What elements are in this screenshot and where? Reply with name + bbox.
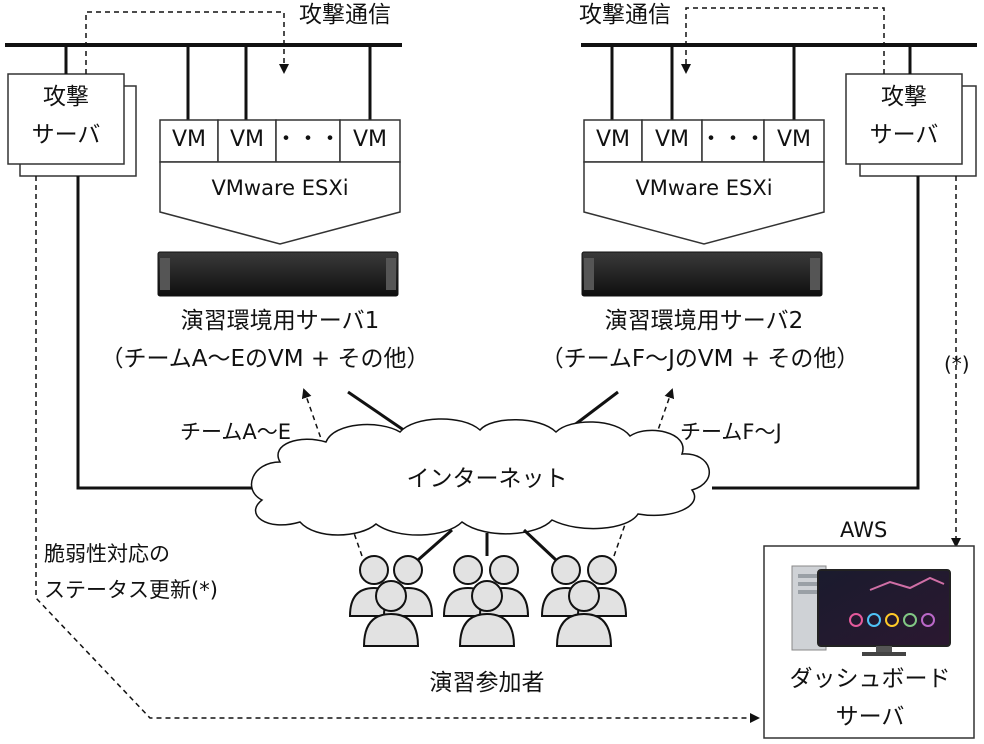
vm-label: VM — [595, 127, 631, 152]
user-group-icon — [540, 555, 628, 647]
vm-row-right — [583, 119, 825, 163]
server2-desc: （チームF〜JのVM + その他） — [540, 346, 860, 372]
vm-label: VM — [171, 127, 207, 152]
attack-server-left-link — [76, 176, 262, 490]
esxi-label-left: VMware ESXi — [211, 176, 349, 200]
aws-label: AWS — [840, 518, 888, 542]
vuln-status-line1: 脆弱性対応の — [44, 542, 170, 566]
esxi-label-right: VMware ESXi — [635, 176, 773, 200]
internet-label: インターネット — [406, 466, 568, 492]
rack-server-right — [581, 251, 823, 297]
vuln-status-line2: ステータス更新(*) — [44, 578, 218, 602]
attack-comm-arrow-right — [681, 7, 885, 74]
vm-label: VM — [229, 127, 265, 152]
dashboard-line1: ダッシュボード — [789, 666, 951, 692]
user-group-icon — [348, 555, 434, 647]
attack-server-right-link — [712, 176, 920, 490]
participant-link — [417, 528, 453, 562]
internet-cloud — [250, 418, 710, 536]
vm-label: VM — [776, 127, 812, 152]
team-ae-label: チームA〜E — [180, 420, 292, 444]
vm-dots: ・・・ — [699, 127, 767, 152]
rack-server-left — [157, 251, 399, 297]
esxi-shape-left — [159, 161, 401, 245]
attack-comm-label-left: 攻撃通信 — [299, 2, 391, 28]
attack-server-left-line2: サーバ — [31, 122, 101, 148]
esxi-shape-right — [583, 161, 825, 245]
server2-name: 演習環境用サーバ2 — [604, 308, 804, 334]
dashboard-monitor-icon — [791, 565, 951, 656]
vm-label: VM — [352, 127, 388, 152]
server1-desc: （チームA〜EのVM + その他） — [100, 346, 430, 372]
dashboard-line2: サーバ — [835, 704, 905, 730]
user-group-icon — [442, 555, 530, 647]
vm-label: VM — [654, 127, 690, 152]
server1-name: 演習環境用サーバ1 — [180, 308, 380, 334]
asterisk-note: (*) — [944, 352, 970, 376]
attack-server-left-box — [7, 73, 137, 177]
attack-server-right-line1: 攻撃 — [881, 84, 927, 110]
attack-comm-label-right: 攻撃通信 — [579, 2, 671, 28]
participant-link — [522, 528, 558, 562]
participants-label: 演習参加者 — [429, 670, 545, 696]
attack-comm-arrow-left — [85, 11, 289, 74]
vuln-status-arrow — [35, 176, 760, 723]
vm-row-left — [159, 119, 401, 163]
vm-dots: ・・・ — [274, 127, 342, 152]
team-fj-arrow — [613, 388, 675, 557]
attack-server-left-line1: 攻撃 — [43, 84, 89, 110]
attack-server-right-line2: サーバ — [869, 122, 939, 148]
team-fj-label: チームF〜J — [680, 420, 782, 444]
